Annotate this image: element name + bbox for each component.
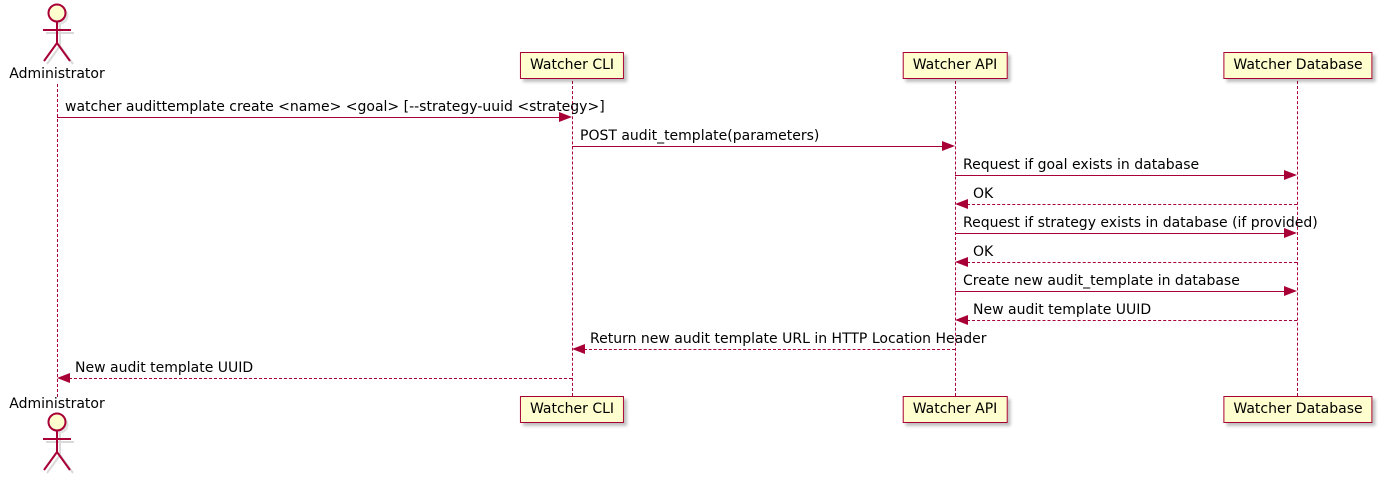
message-line (967, 320, 1297, 321)
message-line (955, 291, 1286, 292)
lifeline-administrator (57, 84, 58, 397)
arrowhead-left-icon (955, 257, 968, 267)
message-label: New audit template UUID (75, 360, 254, 376)
arrowhead-right-icon (1284, 286, 1297, 296)
message-line (57, 117, 561, 118)
message-line (69, 378, 572, 379)
participant-box-watcher-cli-bottom: Watcher CLI (519, 396, 625, 423)
actor-icon (43, 3, 74, 65)
actor-label-bottom: Administrator (9, 396, 105, 412)
participant-box-watcher-database-top: Watcher Database (1223, 52, 1373, 79)
lifeline-watcher-api (955, 81, 956, 396)
message-label: OK (973, 186, 994, 202)
message-label: Request if goal exists in database (963, 157, 1200, 173)
message-line (967, 262, 1297, 263)
message-label: watcher audittemplate create <name> <goa… (65, 99, 605, 115)
message-line (572, 146, 944, 147)
message-label: Return new audit template URL in HTTP Lo… (590, 331, 987, 347)
actor-label-top: Administrator (9, 66, 105, 82)
message-label: Request if strategy exists in database (… (963, 215, 1318, 231)
participant-box-watcher-api-top: Watcher API (902, 52, 1008, 79)
message-label: OK (973, 244, 994, 260)
participant-box-watcher-database-bottom: Watcher Database (1223, 396, 1373, 423)
lifeline-watcher-cli (572, 81, 573, 396)
message-label: Create new audit_template in database (963, 273, 1240, 289)
arrowhead-left-icon (572, 344, 585, 354)
message-line (955, 233, 1286, 234)
actor-icon (43, 412, 74, 474)
message-label: New audit template UUID (973, 302, 1152, 318)
message-line (584, 349, 955, 350)
participant-box-watcher-api-bottom: Watcher API (902, 396, 1008, 423)
message-line (967, 204, 1297, 205)
message-line (955, 175, 1286, 176)
arrowhead-right-icon (942, 141, 955, 151)
message-label: POST audit_template(parameters) (580, 128, 820, 144)
arrowhead-left-icon (955, 315, 968, 325)
participant-box-watcher-cli-top: Watcher CLI (519, 52, 625, 79)
arrowhead-right-icon (1284, 170, 1297, 180)
arrowhead-right-icon (1284, 228, 1297, 238)
lifeline-watcher-database (1297, 81, 1298, 396)
arrowhead-left-icon (955, 199, 968, 209)
arrowhead-right-icon (559, 112, 572, 122)
arrowhead-left-icon (57, 373, 70, 383)
